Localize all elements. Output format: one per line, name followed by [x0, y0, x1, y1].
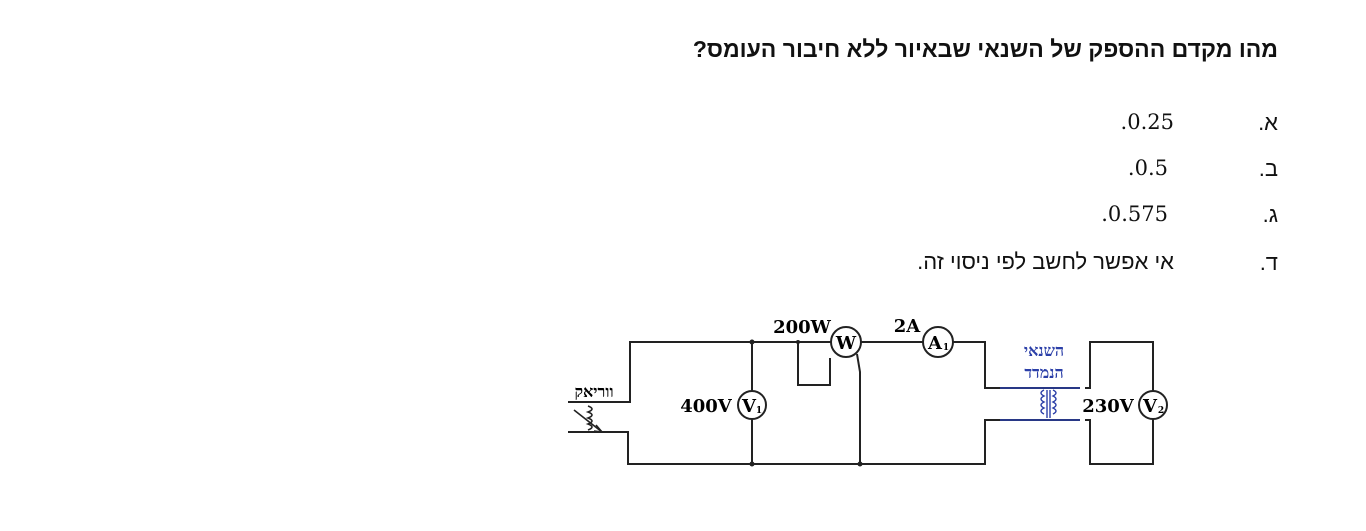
ammeter-a1-icon — [922, 326, 954, 358]
transformer-icon — [1000, 387, 1080, 421]
option-letter: א. — [1258, 110, 1278, 135]
option-text: 0.25. — [1120, 110, 1174, 134]
wattmeter-icon — [830, 326, 862, 358]
option-text: 0.575. — [1101, 202, 1168, 226]
voltmeter-v1-icon — [737, 390, 767, 420]
variac-icon — [573, 405, 604, 434]
voltmeter-v1-sub: 1 — [756, 406, 762, 416]
ammeter-a1-symbol: A — [927, 333, 943, 354]
option-text: אי אפשר לחשב לפי ניסוי זה. — [917, 249, 1174, 274]
voltmeter-v2-symbol: V — [1142, 396, 1158, 417]
ammeter-a1-reading: 2A — [894, 316, 922, 337]
ammeter-a1-sub: 1 — [943, 343, 949, 353]
voltmeter-v1-symbol: V — [741, 396, 757, 417]
wattmeter-symbol: W — [835, 333, 857, 354]
voltmeter-v2-sub: 2 — [1158, 406, 1164, 416]
wattmeter-reading: 200W — [773, 317, 832, 338]
option-letter: ד. — [1259, 250, 1278, 275]
voltmeter-v2-icon — [1138, 390, 1168, 420]
question-text: מהו מקדם ההספק של השנאי שבאיור ללא חיבור… — [692, 36, 1278, 62]
voltmeter-v1-reading: 400V — [680, 396, 733, 417]
variac-label: ווריאק — [574, 382, 613, 401]
transformer-label-line1: השנאי — [1024, 341, 1064, 360]
option-text: 0.5. — [1127, 156, 1168, 180]
voltmeter-v2-reading: 230V — [1082, 396, 1135, 417]
transformer-label-line2: הנמדד — [1024, 363, 1063, 382]
circuit-diagram: ווריאק V 1 400V W 200W A 1 2A השנאי הנמד… — [568, 316, 1168, 467]
circuit-wires — [568, 341, 1154, 465]
option-letter: ג. — [1262, 202, 1278, 227]
option-letter: ב. — [1258, 156, 1278, 181]
